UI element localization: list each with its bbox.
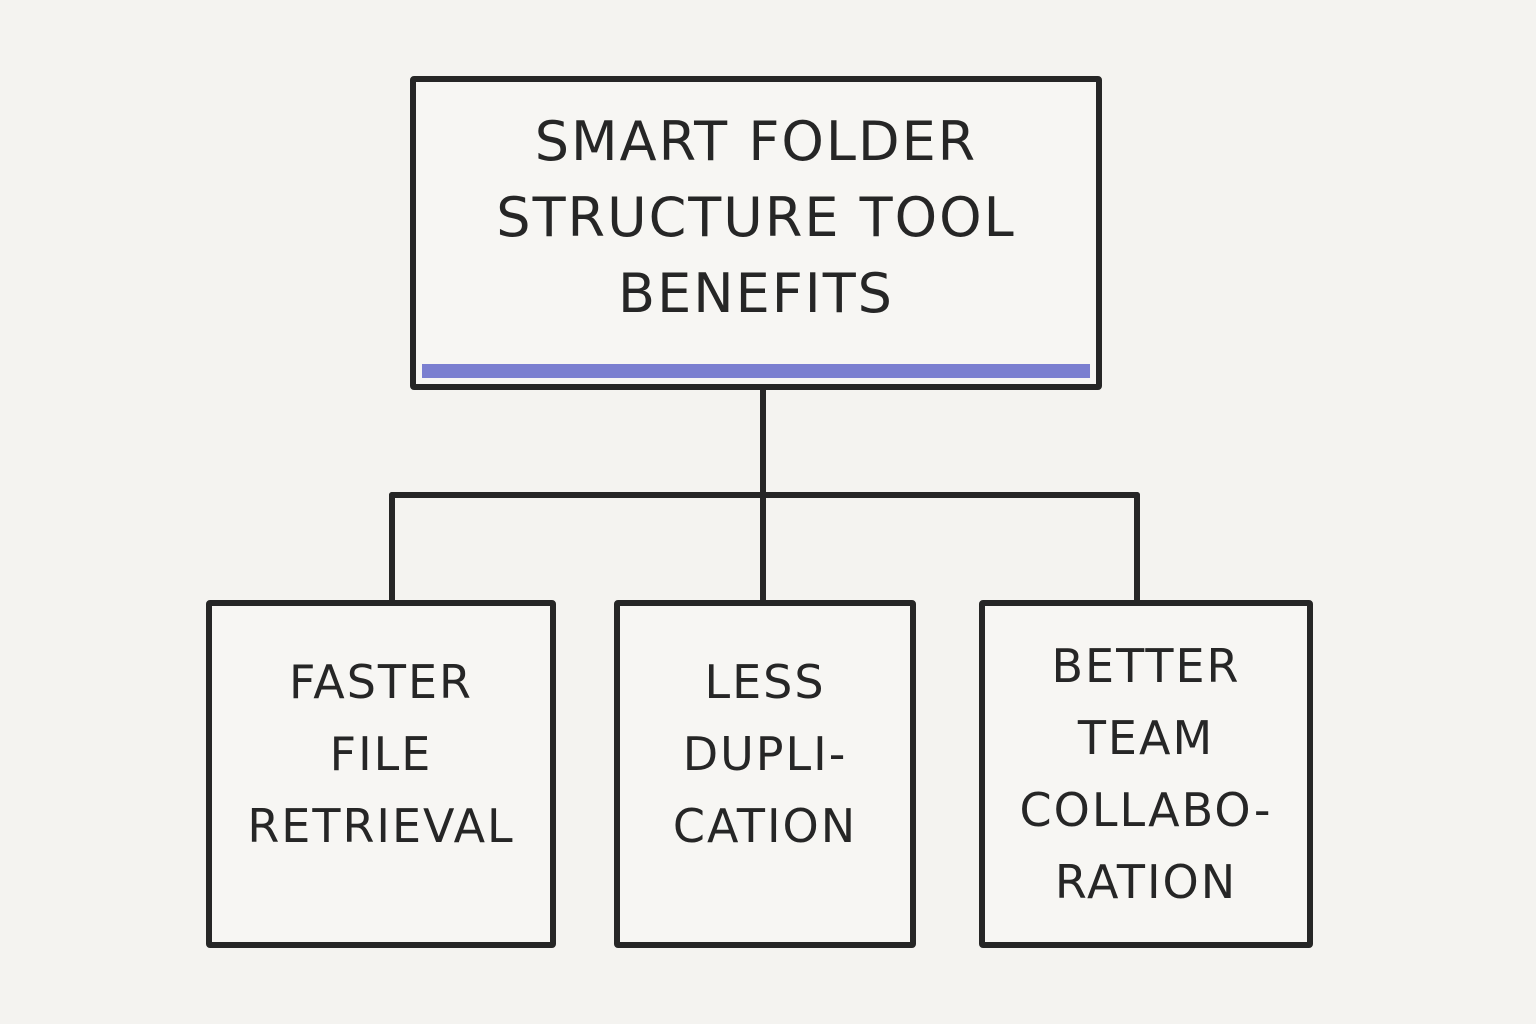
node-label-line: Less bbox=[704, 655, 826, 709]
node-label-line: File bbox=[329, 727, 433, 781]
node-label-line: Collabo- bbox=[1019, 783, 1273, 837]
root-node: Smart Folder Structure Tool Benefits bbox=[410, 76, 1102, 390]
root-title-line: Structure Tool bbox=[496, 186, 1016, 249]
child-node-better-team-collaboration: Better Team Collabo- ration bbox=[979, 600, 1313, 948]
node-label-line: Faster bbox=[288, 655, 474, 709]
node-label-line: Team bbox=[1077, 711, 1215, 765]
child-node-faster-file-retrieval: Faster File Retrieval bbox=[206, 600, 556, 948]
node-label-line: cation bbox=[672, 799, 858, 853]
root-title-line: Benefits bbox=[618, 262, 894, 325]
root-title-line: Smart Folder bbox=[534, 110, 978, 173]
node-label-line: Dupli- bbox=[682, 727, 848, 781]
node-label-line: ration bbox=[1054, 855, 1238, 909]
child-node-less-duplication: Less Dupli- cation bbox=[614, 600, 916, 948]
accent-bar bbox=[422, 364, 1090, 378]
node-label-line: Better bbox=[1051, 639, 1241, 693]
node-label-line: Retrieval bbox=[247, 799, 515, 853]
